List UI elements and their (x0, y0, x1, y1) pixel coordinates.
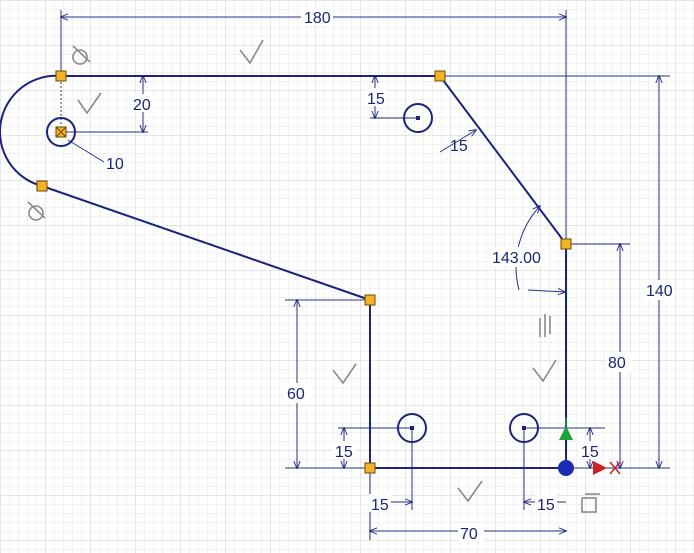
tangent-constraint-icon (72, 45, 91, 65)
control-points[interactable] (36, 70, 572, 474)
perpendicular-constraint-icon (239, 39, 264, 65)
dimension-hole-diameter-10: 10 (106, 156, 124, 173)
parallel-constraint-icon (539, 314, 551, 337)
perpendicular-constraint-icon (332, 363, 357, 385)
hole-bottom-left (397, 413, 427, 443)
origin-point-icon (558, 460, 574, 476)
dimension-hole-v-right-15: 15 (581, 444, 599, 461)
hole-top-right (403, 103, 433, 133)
control-point-top-left (55, 70, 67, 82)
dimension-labels[interactable]: 180 140 20 10 15 15 143.00 80 60 15 15 1… (106, 8, 674, 543)
dimension-chamfer-15: 15 (450, 138, 468, 155)
tangent-constraint-icon (27, 201, 46, 221)
dimension-height-80: 80 (608, 355, 626, 372)
control-point-arc-end (36, 180, 48, 192)
dimension-width-180: 180 (304, 10, 331, 27)
hole-left-arc (46, 117, 76, 147)
perpendicular-constraint-icon (77, 92, 102, 115)
control-point-inner-bottom (364, 462, 376, 474)
control-point-top-right (434, 70, 446, 82)
dimension-height-60: 60 (287, 386, 305, 403)
y-axis-arrow-icon (559, 426, 573, 440)
constraint-icons (27, 39, 600, 513)
dimension-hole-h-left-15: 15 (371, 497, 389, 514)
control-point-inner-top (364, 294, 376, 306)
arc-edge (0, 74, 62, 187)
origin-axes (558, 418, 621, 476)
dimension-angle: 143.00 (492, 250, 541, 267)
control-point-chamfer-end (560, 238, 572, 250)
hole-bottom-right (509, 413, 539, 443)
fix-constraint-icon (581, 493, 600, 513)
perpendicular-constraint-icon (457, 480, 483, 503)
chamfer-edge (439, 75, 567, 245)
perpendicular-constraint-icon (532, 359, 557, 383)
slanted-edge (41, 185, 371, 301)
dimension-hole-v-left-15: 15 (335, 444, 353, 461)
dimension-offset-20: 20 (133, 97, 151, 114)
dimension-width-70: 70 (460, 526, 478, 543)
holes[interactable] (46, 103, 539, 443)
dimension-hole-offset-15-top: 15 (367, 91, 385, 108)
x-axis-arrow-icon (593, 461, 607, 475)
dimension-hole-h-right-15: 15 (537, 497, 555, 514)
dimension-height-140: 140 (646, 283, 673, 300)
